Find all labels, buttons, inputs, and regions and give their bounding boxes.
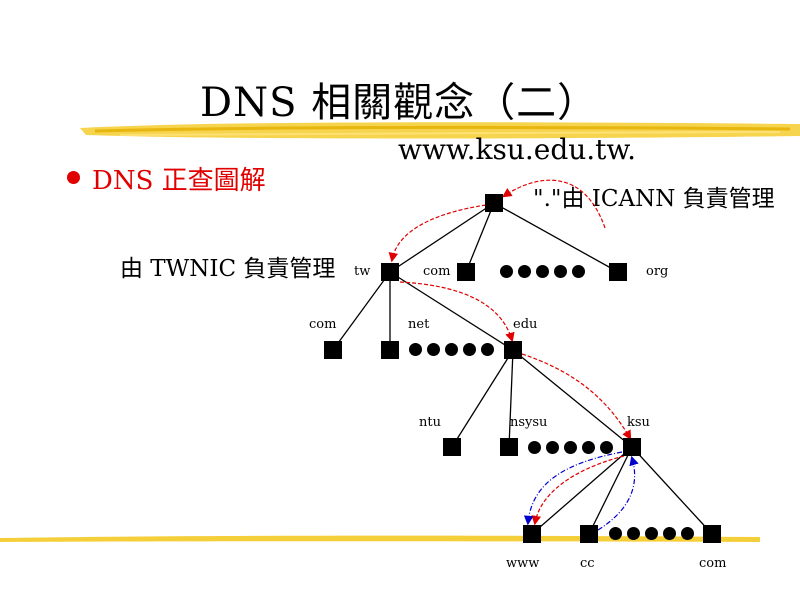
label-cc: cc	[580, 556, 595, 571]
node-www	[523, 525, 541, 543]
node-com-tw	[324, 341, 342, 359]
ellipsis-dot	[572, 265, 585, 278]
node-edu	[504, 341, 522, 359]
label-ntu: ntu	[419, 415, 441, 430]
query-domain: www.ksu.edu.tw.	[398, 133, 636, 166]
ellipsis-dot	[645, 527, 658, 540]
ellipsis-dot	[546, 441, 559, 454]
slide-title: DNS 相關觀念（二）	[200, 80, 599, 126]
ellipsis-dot	[627, 527, 640, 540]
node-org	[609, 263, 627, 281]
ellipsis-dot	[518, 265, 531, 278]
ellipsis-dot	[600, 441, 613, 454]
ellipsis-dot	[445, 343, 458, 356]
node-cc	[580, 525, 598, 543]
ellipsis-dot	[554, 265, 567, 278]
node-com-top	[457, 263, 475, 281]
label-tw: tw	[354, 264, 371, 279]
label-com-ksu: com	[699, 556, 727, 571]
label-com-top: com	[423, 264, 451, 279]
label-org: org	[646, 264, 669, 279]
node-root	[485, 194, 503, 212]
node-net	[381, 341, 399, 359]
ellipsis-dot	[564, 441, 577, 454]
ellipsis-dot	[582, 441, 595, 454]
label-ksu: ksu	[627, 415, 650, 430]
ellipsis-dot	[481, 343, 494, 356]
ellipsis-dot	[663, 527, 676, 540]
label-nsysu: nsysu	[510, 415, 548, 430]
ellipsis-dot	[609, 527, 622, 540]
ellipsis-dot	[528, 441, 541, 454]
node-nsysu	[500, 438, 518, 456]
ellipsis-dot	[500, 265, 513, 278]
ellipsis-dot	[427, 343, 440, 356]
ellipsis-dot	[681, 527, 694, 540]
root-managed-by-icann: "."由 ICANN 負責管理	[533, 186, 775, 212]
label-www: www	[506, 556, 540, 571]
ellipsis-dot	[463, 343, 476, 356]
label-com-tw: com	[309, 317, 337, 332]
ellipsis-dot	[536, 265, 549, 278]
node-com-ksu	[703, 525, 721, 543]
node-tw	[381, 263, 399, 281]
bullet-text: DNS 正查圖解	[92, 166, 266, 196]
node-ksu	[623, 438, 641, 456]
label-edu: edu	[513, 317, 538, 332]
bullet-point	[67, 171, 80, 184]
ellipsis-dot	[409, 343, 422, 356]
label-net: net	[408, 317, 430, 332]
node-ntu	[443, 438, 461, 456]
tw-managed-by-twnic: 由 TWNIC 負責管理	[120, 256, 336, 282]
